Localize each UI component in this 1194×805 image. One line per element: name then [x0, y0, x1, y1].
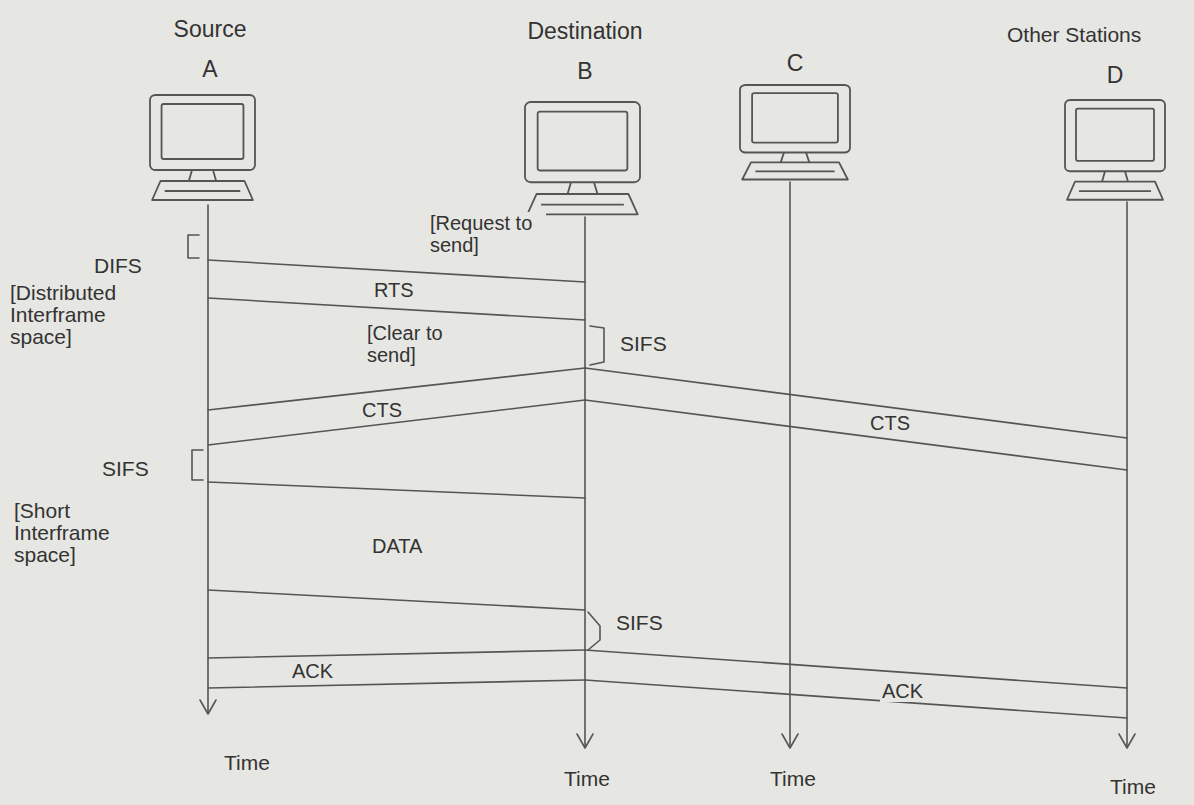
frame-lines	[208, 260, 585, 320]
station-computer: SourceA	[145, 12, 275, 202]
diagram-label: RTS	[372, 279, 416, 301]
diagram-label: Time	[222, 752, 272, 774]
diagram-label: Time	[1108, 776, 1158, 798]
interval-bracket	[590, 326, 604, 365]
station-computer: DestinationB	[500, 14, 670, 214]
computer-icon	[150, 95, 255, 200]
interval-bracket	[192, 450, 203, 480]
diagram-label: Time	[768, 768, 818, 790]
station-letter: C	[785, 50, 806, 76]
time-arrowhead	[200, 700, 216, 714]
station-role: Source	[172, 16, 249, 42]
diagram-label: CTS	[360, 399, 404, 421]
frame-lines	[585, 368, 1127, 470]
diagram-label: Other Stations	[1005, 24, 1143, 46]
time-arrowhead	[782, 734, 798, 748]
frame-lines	[208, 368, 585, 445]
time-arrowhead	[1119, 734, 1135, 748]
time-axis	[789, 182, 791, 746]
station-role: Destination	[525, 18, 644, 44]
time-axis	[207, 205, 209, 712]
diagram-label: [Short Interframe space]	[12, 500, 130, 566]
station-letter: D	[1105, 62, 1126, 88]
frame-lines	[208, 482, 585, 610]
diagram-label: ACK	[880, 680, 925, 702]
diagram-label: DATA	[370, 535, 424, 557]
diagram-label: SIFS	[100, 458, 151, 480]
frame-lines	[585, 650, 1127, 718]
time-axis	[584, 217, 586, 746]
diagram-label: SIFS	[618, 333, 669, 355]
computer-icon	[525, 102, 640, 214]
station-letter: B	[575, 58, 594, 84]
diagram-label: [Clear to send]	[365, 322, 477, 366]
diagram-label: Time	[562, 768, 612, 790]
diagram-label: CTS	[868, 412, 912, 434]
interval-bracket	[588, 612, 600, 650]
station-computer: C	[730, 50, 860, 182]
frame-lines	[208, 650, 585, 688]
interval-bracket	[188, 235, 199, 258]
station-computer: D	[1055, 62, 1175, 202]
station-letter: A	[200, 56, 219, 82]
diagram-label: [Distributed Interframe space]	[8, 282, 138, 348]
diagram-label: ACK	[290, 660, 335, 682]
computer-icon	[740, 85, 850, 180]
time-axis	[1126, 202, 1128, 746]
diagram-label: [Request to send]	[428, 212, 546, 256]
time-arrowhead	[577, 734, 593, 748]
diagram-label: DIFS	[92, 255, 144, 277]
diagram-label: SIFS	[614, 612, 665, 634]
computer-icon	[1065, 100, 1165, 200]
